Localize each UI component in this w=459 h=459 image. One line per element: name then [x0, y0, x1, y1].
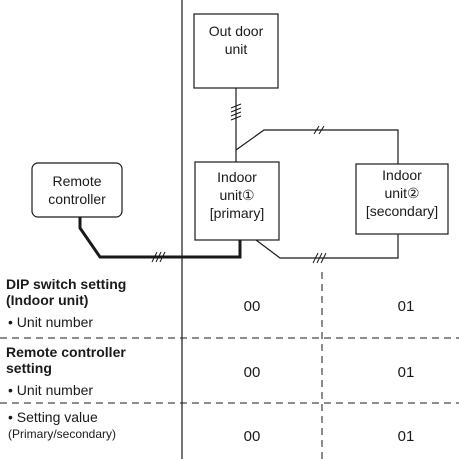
indoor-unit-2-label-line3: [secondary]: [365, 203, 439, 219]
setting-value-label: Setting value: [16, 409, 98, 425]
dip-switch-heading: DIP switch setting (Indoor unit): [6, 276, 126, 308]
outdoor-unit-label: Out door unit: [194, 22, 278, 58]
dip-switch-heading-line1: DIP switch setting: [6, 276, 127, 292]
remote-unit1-value: 00: [243, 364, 261, 381]
wire-hash-marks: [230, 103, 242, 121]
indoor-unit-1-box: [194, 161, 280, 241]
remote-controller-label: Remote controller: [32, 172, 122, 208]
remote-indoor-wire: [78, 217, 242, 259]
indoor-unit-1-label: Indoor unit① [primary]: [195, 168, 279, 222]
setting-unit1-value: 00: [243, 428, 261, 445]
setting-value-item: • Setting value (Primary/secondary): [8, 409, 117, 441]
remote-setting-heading-line2: setting: [6, 360, 52, 376]
indoor-unit-2-box: [355, 163, 449, 235]
indoor-unit-2-label-line2: unit②: [384, 185, 420, 201]
remote-setting-item: • Unit number: [8, 382, 94, 398]
indoor-unit-2-label-line1: Indoor: [382, 167, 422, 183]
remote-controller-label-line1: Remote: [52, 173, 102, 189]
dip-unit2-value: 01: [397, 298, 415, 315]
dip-switch-heading-line2: (Indoor unit): [6, 292, 89, 308]
dip-switch-item-label: Unit number: [16, 314, 94, 330]
indoor-unit-1-label-line3: [primary]: [209, 205, 265, 221]
dip-unit1-value: 00: [243, 298, 261, 315]
indoor-unit-1-label-line2: unit①: [219, 187, 255, 203]
remote-setting-heading: Remote controller setting: [6, 344, 126, 376]
indoor-unit-1-label-line1: Indoor: [217, 169, 257, 185]
remote-setting-item-label: Unit number: [16, 382, 94, 398]
setting-value-sublabel: (Primary/secondary): [8, 427, 117, 441]
remote-controller-label-line2: controller: [48, 191, 106, 207]
setting-unit2-value: 01: [397, 428, 415, 445]
remote-controller-box: [31, 162, 123, 218]
indoor-link-upper-wire: [235, 129, 399, 164]
dip-switch-item: • Unit number: [8, 314, 94, 330]
outdoor-unit-label-line2: unit: [224, 41, 248, 57]
remote-unit2-value: 01: [397, 364, 415, 381]
remote-setting-heading-line1: Remote controller: [6, 344, 126, 360]
indoor-link-lower-wire: [255, 234, 399, 259]
indoor-unit-2-label: Indoor unit② [secondary]: [356, 166, 448, 220]
outdoor-unit-label-line1: Out door: [208, 23, 264, 39]
